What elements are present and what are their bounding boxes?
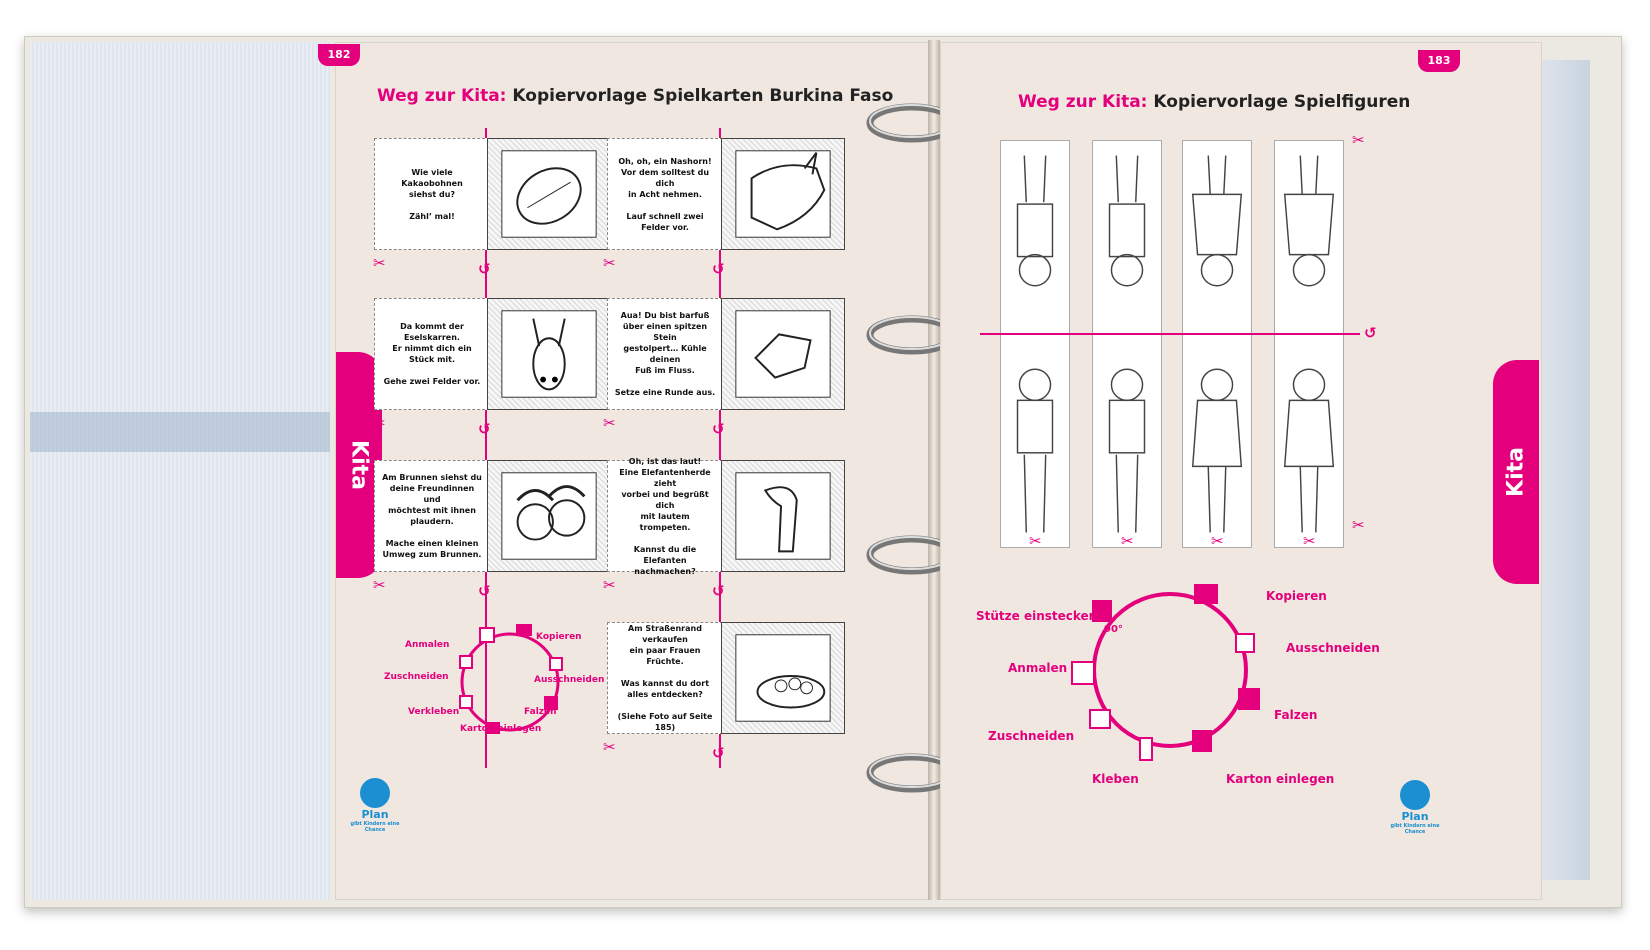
boy-figure-icon	[1092, 140, 1162, 548]
stone-icon	[721, 298, 845, 410]
card-text: Wie viele Kakaobohnen siehst du? Zähl’ m…	[401, 167, 463, 221]
scissors-icon: ✂	[1352, 516, 1365, 534]
left-page-title: Weg zur Kita: Kopiervorlage Spielkarten …	[377, 86, 893, 106]
game-card-text: Aua! Du bist barfuß über einen spitzen S…	[607, 298, 723, 410]
card-text: Oh, oh, ein Nashorn! Vor dem solltest du…	[618, 156, 712, 232]
cycle-label: Ausschneiden	[1286, 641, 1380, 655]
donkey-icon	[487, 298, 611, 410]
scissors-icon: ✂	[603, 254, 616, 272]
plan-logo: Plan gibt Kindern eine Chance	[340, 778, 410, 833]
fold-arrow-icon: ↺	[478, 420, 491, 438]
fold-guide	[485, 128, 487, 768]
cycle-label: Karton einlegen	[1226, 772, 1335, 786]
game-card-text: Da kommt der Eselskarren. Er nimmt dich …	[374, 298, 490, 410]
cycle-label: Kleben	[1092, 772, 1139, 786]
fold-arrow-icon: ↺	[478, 260, 491, 278]
scissors-icon: ✂	[1211, 532, 1224, 550]
scissors-icon: ✂	[1029, 532, 1042, 550]
left-craft-cycle-diagram	[459, 624, 563, 734]
plan-logo-icon	[1400, 780, 1430, 810]
game-card-text: Am Straßenrand verkaufen ein paar Frauen…	[607, 622, 723, 734]
card-text: Am Brunnen siehst du deine Freundinnen u…	[382, 473, 482, 559]
fold-arrow-icon: ↺	[712, 744, 725, 762]
boy-figure-icon	[1000, 140, 1070, 548]
cycle-label: Falzen	[524, 707, 557, 717]
game-card-text: Am Brunnen siehst du deine Freundinnen u…	[374, 460, 490, 572]
scissors-icon: ✂	[373, 414, 386, 432]
cycle-label: Kopieren	[1266, 589, 1327, 603]
fold-arrow-icon: ↺	[712, 420, 725, 438]
right-section-tab[interactable]: Kita	[1493, 360, 1539, 584]
cocoa-pod-icon	[487, 138, 611, 250]
binder-inner-cover	[30, 42, 330, 900]
scissors-icon: ✂	[373, 576, 386, 594]
fold-guide	[719, 128, 721, 768]
fold-arrow-icon: ↺	[1364, 324, 1377, 342]
right-title-highlight: Weg zur Kita:	[1018, 92, 1148, 112]
plan-logo-name: Plan	[361, 808, 389, 821]
cycle-label: Stütze einstecken	[976, 609, 1098, 623]
cycle-label: Ausschneiden	[534, 675, 605, 685]
game-card-text: Wie viele Kakaobohnen siehst du? Zähl’ m…	[374, 138, 490, 250]
girl-figure-icon	[1182, 140, 1252, 548]
left-page-number: 182	[318, 44, 360, 66]
plan-logo-tagline: gibt Kindern eine Chance	[350, 821, 400, 833]
back-pages-edge	[1540, 60, 1590, 880]
plan-logo-icon	[360, 778, 390, 808]
fruit-basket-icon	[721, 622, 845, 734]
left-title-rest: Kopiervorlage Spielkarten Burkina Faso	[512, 86, 894, 106]
elephant-trunk-icon	[721, 460, 845, 572]
fold-line	[980, 333, 1360, 335]
fold-arrow-icon: ↺	[478, 582, 491, 600]
card-text: Da kommt der Eselskarren. Er nimmt dich …	[383, 322, 481, 386]
card-text: Am Straßenrand verkaufen ein paar Frauen…	[617, 624, 713, 732]
rhino-icon	[721, 138, 845, 250]
cycle-label: Falzen	[1274, 708, 1318, 722]
right-page-title: Weg zur Kita: Kopiervorlage Spielfiguren	[1018, 92, 1410, 112]
cycle-label: Zuschneiden	[988, 729, 1075, 743]
card-text: Aua! Du bist barfuß über einen spitzen S…	[614, 311, 716, 397]
cycle-label: Zuschneiden	[384, 672, 449, 682]
right-page-number: 183	[1418, 50, 1460, 72]
plan-logo: Plan gibt Kindern eine Chance	[1380, 780, 1450, 835]
cycle-label: Anmalen	[1008, 661, 1068, 675]
angle-label: 90°	[1104, 624, 1123, 635]
cycle-label: Karton einlegen	[460, 724, 542, 734]
right-craft-cycle-diagram	[1071, 584, 1260, 761]
fold-arrow-icon: ↺	[712, 260, 725, 278]
cycle-label: Kopieren	[536, 632, 582, 642]
scissors-icon: ✂	[1352, 131, 1365, 149]
girls-icon	[487, 460, 611, 572]
cycle-label: Verkleben	[408, 707, 460, 717]
plan-logo-name: Plan	[1401, 810, 1429, 823]
scissors-icon: ✂	[603, 576, 616, 594]
game-card-text: Oh, ist das laut! Eine Elefantenherde zi…	[607, 457, 723, 576]
scissors-icon: ✂	[603, 414, 616, 432]
game-card-text: Oh, oh, ein Nashorn! Vor dem solltest du…	[607, 138, 723, 250]
scissors-icon: ✂	[1121, 532, 1134, 550]
cycle-label: Anmalen	[405, 640, 450, 650]
left-title-highlight: Weg zur Kita:	[377, 86, 507, 106]
scissors-icon: ✂	[1303, 532, 1316, 550]
scissors-icon: ✂	[373, 254, 386, 272]
right-tab-label: Kita	[1503, 447, 1529, 497]
girl-figure-icon	[1274, 140, 1344, 548]
right-title-rest: Kopiervorlage Spielfiguren	[1153, 92, 1411, 112]
scissors-icon: ✂	[603, 738, 616, 756]
fold-arrow-icon: ↺	[712, 582, 725, 600]
card-text: Oh, ist das laut! Eine Elefantenherde zi…	[619, 456, 711, 576]
cover-stripe	[30, 412, 330, 452]
left-tab-label: Kita	[346, 440, 372, 490]
plan-logo-tagline: gibt Kindern eine Chance	[1390, 823, 1440, 835]
binder-spine	[928, 40, 940, 900]
